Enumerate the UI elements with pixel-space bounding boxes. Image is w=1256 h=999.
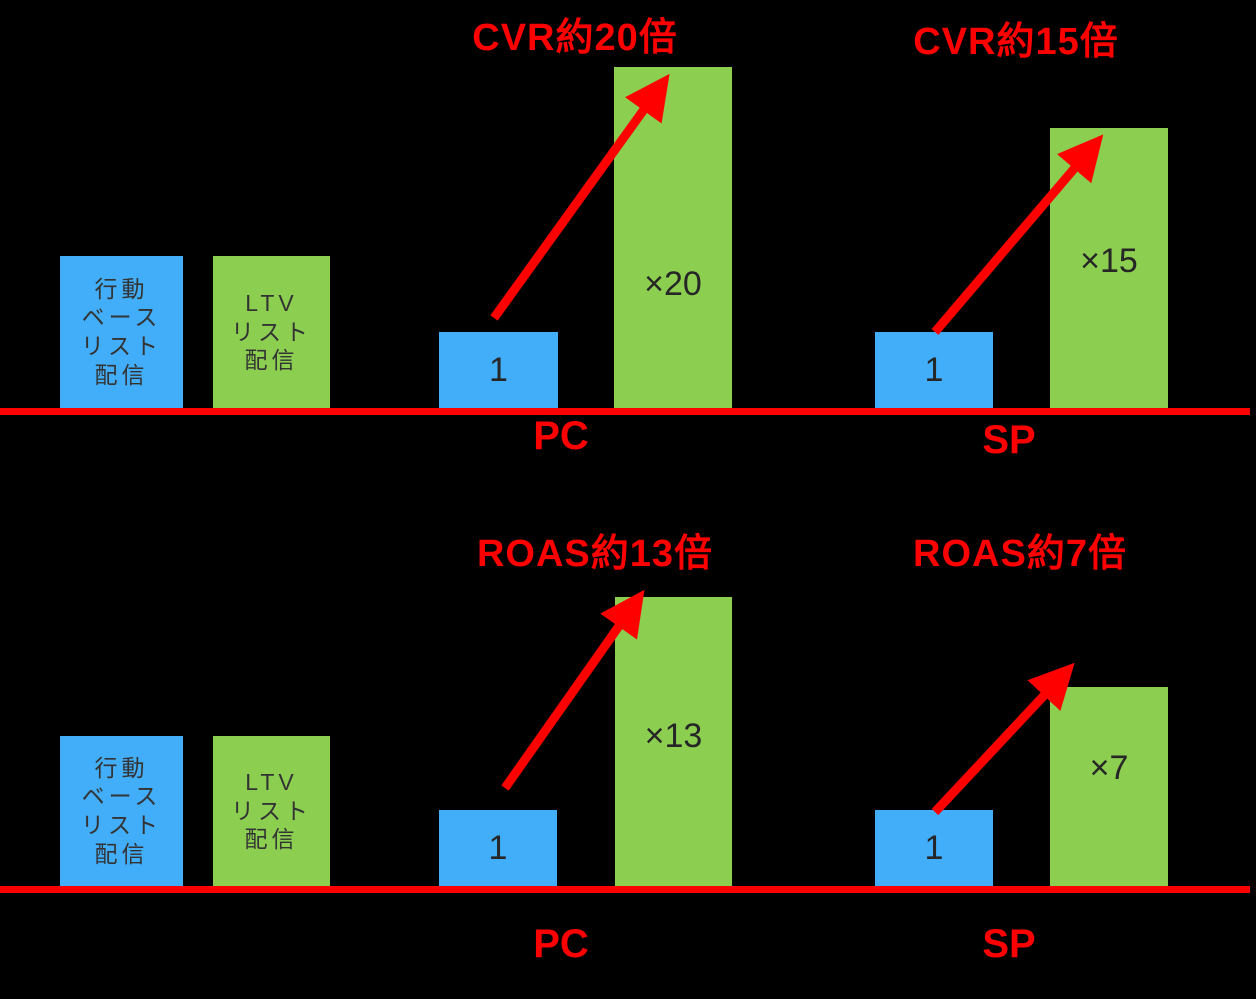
roas-sp-title: ROAS約7倍 (913, 533, 1127, 575)
cvr-pc-title: CVR約20倍 (472, 17, 678, 59)
legend-ltv-label: LTV リスト 配信 (231, 768, 312, 853)
roas-sp-axis-label: SP (982, 922, 1036, 966)
legend-ltv-box: LTV リスト 配信 (213, 736, 330, 886)
roas-pc-ltv-value: ×13 (644, 717, 703, 755)
cvr-pc-ltv-bar: ×20 (614, 67, 732, 408)
roas-x-axis-line (0, 886, 1250, 893)
legend-behavior-box: 行動 ベース リスト 配信 (60, 256, 183, 408)
roas-pc-ltv-bar: ×13 (615, 597, 732, 886)
roas-pc-title: ROAS約13倍 (476, 533, 714, 575)
cvr-sp-base-bar: 1 (875, 332, 993, 408)
cvr-sp-base-value: 1 (924, 351, 944, 389)
roas-sp-ltv-bar: ×7 (1050, 687, 1168, 886)
roas-pc-base-value: 1 (488, 829, 508, 867)
cvr-pc-base-bar: 1 (439, 332, 558, 408)
roas-pc-base-bar: 1 (439, 810, 557, 886)
roas-pc-axis-label: PC (533, 922, 589, 966)
cvr-pc-axis-label: PC (533, 414, 589, 458)
cvr-sp-title: CVR約15倍 (913, 21, 1119, 63)
roas-sp-growth-arrow-icon (931, 662, 1075, 816)
legend-ltv-label: LTV リスト 配信 (231, 289, 312, 374)
cvr-x-axis-line (0, 408, 1250, 415)
cvr-sp-ltv-value: ×15 (1080, 242, 1138, 280)
legend-behavior-label: 行動 ベース リスト 配信 (81, 754, 162, 867)
roas-sp-base-value: 1 (924, 829, 944, 867)
legend-behavior-label: 行動 ベース リスト 配信 (81, 275, 162, 388)
cvr-sp-axis-label: SP (982, 418, 1036, 462)
cvr-pc-ltv-value: ×20 (644, 265, 702, 303)
cvr-pc-base-value: 1 (489, 351, 508, 389)
legend-ltv-box: LTV リスト 配信 (213, 256, 330, 408)
legend-behavior-box: 行動 ベース リスト 配信 (60, 736, 183, 886)
roas-sp-ltv-value: ×7 (1089, 749, 1129, 787)
roas-sp-base-bar: 1 (875, 810, 993, 886)
cvr-sp-ltv-bar: ×15 (1050, 128, 1168, 408)
